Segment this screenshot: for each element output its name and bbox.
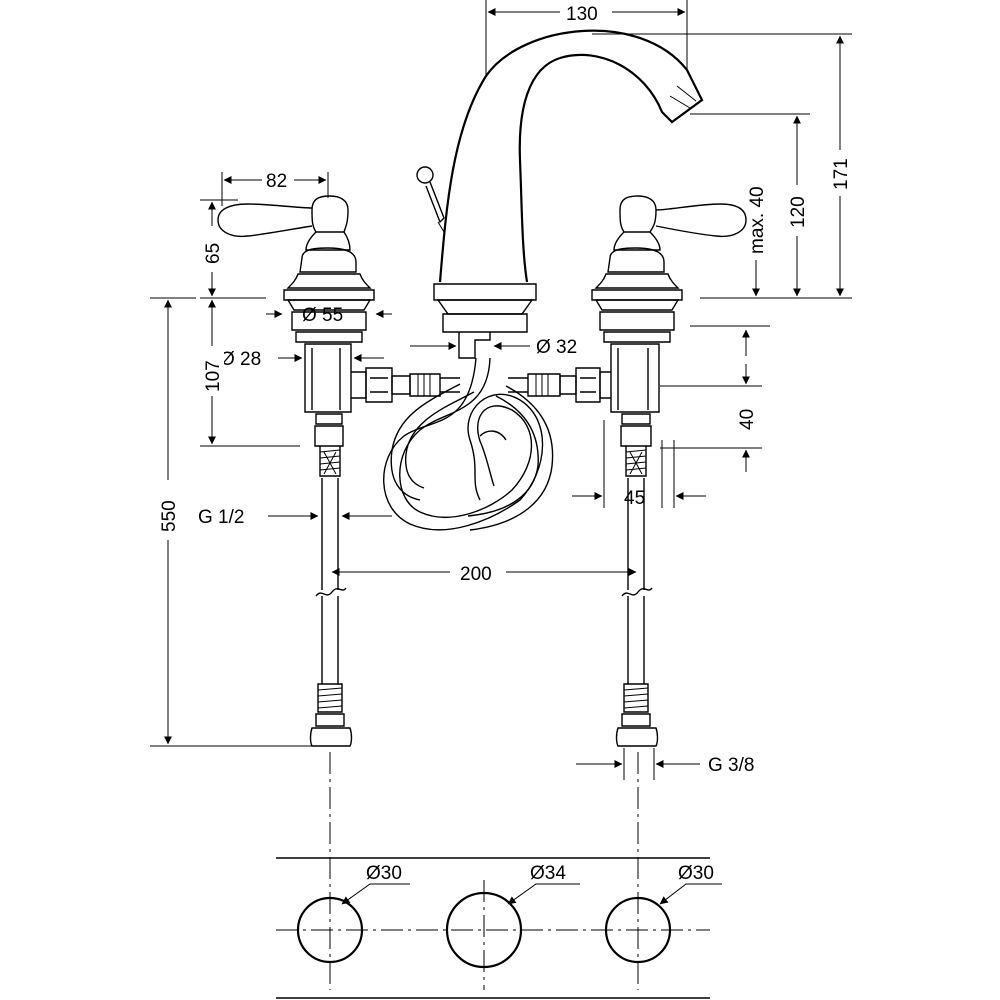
deck-mounting-holes bbox=[276, 857, 710, 999]
label-shank-diameter: Ø 28 bbox=[220, 349, 261, 370]
label-center-spacing: 200 bbox=[460, 564, 492, 585]
label-connection-thread: G 1/2 bbox=[198, 507, 244, 528]
label-hole-left: Ø30 bbox=[366, 863, 402, 884]
dimension-labels: 130 82 65 171 120 max. 40 Ø 55 Ø 28 107 … bbox=[159, 0, 852, 884]
label-hose-length: 550 bbox=[159, 500, 180, 532]
right-handle-valve bbox=[591, 195, 747, 747]
label-hole-right: Ø30 bbox=[678, 863, 714, 884]
label-handle-width: 82 bbox=[266, 171, 287, 192]
label-handle-height: 65 bbox=[203, 243, 224, 264]
label-hole-center: Ø34 bbox=[530, 863, 566, 884]
hole-center bbox=[445, 891, 523, 969]
dimension-lines bbox=[150, 0, 852, 905]
label-right-valve-height: 40 bbox=[737, 409, 758, 430]
label-max-deck: max. 40 bbox=[747, 186, 768, 254]
label-spout-reach: 130 bbox=[566, 4, 598, 25]
label-spout-shank-diameter: Ø 32 bbox=[536, 337, 577, 358]
center-lines bbox=[276, 752, 710, 990]
spout bbox=[433, 29, 704, 359]
hole-left bbox=[296, 896, 364, 964]
label-body-diameter: Ø 55 bbox=[302, 305, 343, 326]
label-valve-width: 45 bbox=[624, 488, 645, 509]
label-total-height: 171 bbox=[831, 158, 852, 190]
label-spout-height: 120 bbox=[788, 196, 809, 228]
label-outlet-thread: G 3/8 bbox=[708, 755, 754, 776]
label-valve-depth: 107 bbox=[203, 360, 224, 392]
connector-hoses bbox=[351, 357, 611, 531]
hole-right bbox=[604, 896, 672, 964]
popup-lever bbox=[416, 166, 445, 233]
left-handle-valve bbox=[217, 195, 375, 747]
